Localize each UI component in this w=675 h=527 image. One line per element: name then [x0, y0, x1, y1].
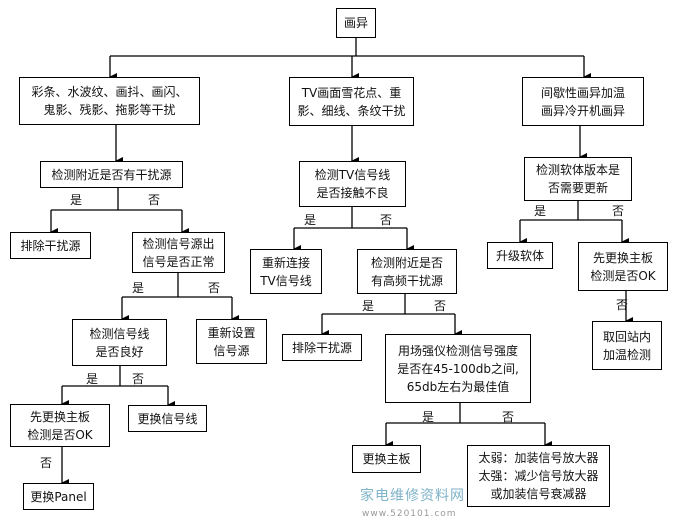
node-text: 排除干扰源: [291, 340, 352, 355]
node-text: 检测信号源出: [142, 236, 215, 251]
no-label: 否: [616, 298, 629, 312]
node-text: 检测信号线: [89, 326, 150, 341]
node-text: 有高频干扰源: [370, 273, 443, 288]
yes-label: 是: [422, 410, 435, 424]
node-text: 间歇性画异加温: [540, 85, 625, 100]
node-text: 是否接触不良: [316, 186, 389, 200]
node-text: 检测附近是否有干扰源: [51, 167, 172, 182]
remove-interference-node: 排除干扰源: [10, 232, 91, 259]
replace-panel-node: 更换Panel: [23, 483, 94, 510]
node-text: 先更换主板: [592, 250, 653, 265]
node-text: 检测TV信号线: [314, 168, 391, 182]
yes-label: 是: [70, 193, 83, 207]
no-label: 否: [380, 213, 393, 227]
no-label: 否: [148, 193, 161, 207]
watermark-url: www.520101.com: [362, 509, 457, 519]
node-text: 重新连接: [261, 255, 310, 270]
node-text: 用场强仪检测信号强度: [397, 343, 518, 358]
no-label: 否: [40, 456, 53, 470]
node-text: 取回站内: [602, 329, 651, 344]
root-node: 画异: [336, 8, 376, 38]
node-text: 画异: [343, 16, 368, 30]
node-text: TV画面雪花点、重: [301, 85, 402, 100]
check-interference-node: 检测附近是否有干扰源: [40, 161, 183, 188]
node-text: 更换Panel: [30, 489, 87, 504]
node-text: 检测是否OK: [590, 268, 656, 283]
no-label: 否: [132, 372, 145, 386]
node-text: 太强：减少信号放大器: [478, 469, 599, 483]
check-hf-node: 检测附近是否有高频干扰源: [357, 249, 457, 294]
node-text: 鬼影、残影、拖影等干扰: [43, 103, 176, 117]
node-text: 否需要更新: [547, 181, 608, 195]
node-text: 升级软体: [495, 248, 544, 263]
node-text: 画异冷开机画异: [540, 103, 625, 118]
replace-board-node: 先更换主板检测是否OK: [578, 242, 668, 291]
node-text: 加温检测: [602, 347, 651, 362]
no-label: 否: [502, 410, 515, 424]
node-text: 更换信号线: [137, 411, 198, 426]
reset-source-node: 重新设置信号源: [196, 319, 267, 364]
watermark-logo: 家电维修资料网: [360, 488, 465, 504]
no-label: 否: [434, 299, 447, 313]
node-text: 先更换主板: [29, 409, 90, 424]
check-source-node: 检测信号源出信号是否正常: [132, 232, 225, 273]
upgrade-software-node: 升级软体: [487, 242, 553, 269]
check-cable-node: 检测信号线是否良好: [72, 319, 167, 366]
node-text: 重新设置: [207, 325, 256, 340]
adjust-amplifier-node: 太弱：加装信号放大器太强：减少信号放大器或加装信号衰减器: [467, 445, 610, 507]
replace-board-node: 更换主板: [352, 445, 421, 473]
node-text: TV信号线: [260, 273, 312, 288]
node-text: 更换主板: [362, 452, 411, 466]
node-text: 检测软体版本是: [535, 163, 620, 177]
node-text: 是否良好: [95, 344, 144, 359]
node-text: 是否在45-100db之间,: [397, 361, 519, 376]
middle-symptom-node: TV画面雪花点、重影、细线、条纹干扰: [289, 77, 414, 126]
measure-node: 用场强仪检测信号强度是否在45-100db之间, 65db左右为最佳值: [385, 334, 531, 403]
node-text: 信号是否正常: [142, 254, 215, 269]
yes-label: 是: [534, 204, 547, 218]
remove-hf-node: 排除干扰源: [282, 334, 362, 361]
node-text: 彩条、水波纹、画抖、画闪、: [31, 85, 188, 99]
check-software-node: 检测软体版本是否需要更新: [524, 157, 632, 201]
left-symptom-node: 彩条、水波纹、画抖、画闪、鬼影、残影、拖影等干扰: [19, 77, 200, 125]
replace-cable-node: 更换信号线: [128, 405, 207, 432]
yes-label: 是: [132, 281, 145, 295]
node-text: 影、细线、条纹干扰: [297, 103, 406, 118]
replace-board-node: 先更换主板检测是否OK: [10, 404, 110, 447]
no-label: 否: [208, 281, 221, 295]
right-symptom-node: 间歇性画异加温画异冷开机画异: [522, 77, 644, 126]
node-text: 排除干扰源: [20, 238, 81, 253]
node-text: 信号源: [213, 343, 250, 358]
reconnect-node: 重新连接 TV信号线: [250, 249, 322, 294]
node-text: 太弱：加装信号放大器: [478, 451, 599, 465]
node-text: 检测附近是否: [370, 255, 443, 270]
node-text: 检测是否OK: [27, 427, 93, 442]
no-label: 否: [612, 204, 625, 218]
check-tv-cable-node: 检测TV信号线是否接触不良: [299, 161, 406, 207]
return-station-node: 取回站内加温检测: [592, 321, 662, 370]
node-text: 或加装信号衰减器: [490, 487, 587, 501]
yes-label: 是: [304, 213, 317, 227]
yes-label: 是: [362, 299, 375, 313]
node-text: 65db左右为最佳值: [406, 379, 510, 394]
yes-label: 是: [86, 372, 99, 386]
